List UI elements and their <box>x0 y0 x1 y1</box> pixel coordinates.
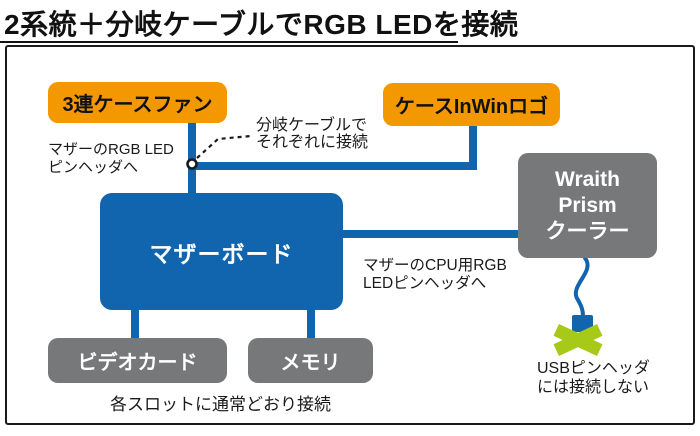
node-case-fan: 3連ケースファン <box>48 82 227 123</box>
title-underline <box>0 41 458 43</box>
connector-fan-to-motherboard <box>188 120 196 198</box>
annotation-usb-line-1: USBピンヘッダ <box>537 360 650 377</box>
annotation-splitter-line-1: 分岐ケーブルで <box>256 117 368 134</box>
annotation-rgb-header: マザーのRGB LED ピンヘッダへ <box>48 141 174 177</box>
annotation-slots-note-text: 各スロットに通常どおり接続 <box>110 395 331 414</box>
node-wraith-line-2: Prism <box>558 193 617 217</box>
annotation-rgb-header-line-1: マザーのRGB LED <box>48 141 174 158</box>
node-inwin-logo-label: ケースInWinロゴ <box>394 96 549 118</box>
connector-inwin-vertical <box>469 124 477 170</box>
connector-motherboard-to-wraith <box>340 230 521 238</box>
node-memory-label: メモリ <box>280 352 341 374</box>
annotation-splitter-cable: 分岐ケーブルで それぞれに接続 <box>256 117 368 151</box>
node-wraith-line-3: クーラー <box>545 219 630 243</box>
annotation-splitter-line-2: それぞれに接続 <box>256 134 369 151</box>
node-case-fan-label: 3連ケースファン <box>62 94 213 116</box>
annotation-rgb-header-line-2: ピンヘッダへ <box>48 159 139 176</box>
annotation-usb-warning: USBピンヘッダ には接続しない <box>537 359 650 397</box>
node-inwin-logo: ケースInWinロゴ <box>383 83 560 126</box>
node-wraith-cooler: Wraith Prism クーラー <box>518 153 657 258</box>
annotation-cpu-rgb-header: マザーのCPU用RGB LEDピンヘッダへ <box>363 257 507 292</box>
node-video-card-label: ビデオカード <box>77 352 198 374</box>
annotation-usb-line-2: には接続しない <box>537 379 650 396</box>
annotation-cpu-line-1: マザーのCPU用RGB <box>363 257 507 274</box>
node-video-card: ビデオカード <box>48 338 227 383</box>
connector-motherboard-to-memory <box>307 306 315 340</box>
node-motherboard-label: マザーボード <box>149 240 294 267</box>
annotation-slots-note: 各スロットに通常どおり接続 <box>110 390 331 415</box>
node-motherboard: マザーボード <box>100 193 343 310</box>
annotation-cpu-line-2: LEDピンヘッダへ <box>363 274 487 292</box>
connector-branch-horizontal <box>188 162 477 170</box>
node-wraith-line-1: Wraith <box>555 167 620 191</box>
page-title: 2系統＋分岐ケーブルでRGB LEDを接続 <box>4 9 519 40</box>
node-memory: メモリ <box>248 338 373 383</box>
connector-motherboard-to-videocard <box>131 306 139 340</box>
